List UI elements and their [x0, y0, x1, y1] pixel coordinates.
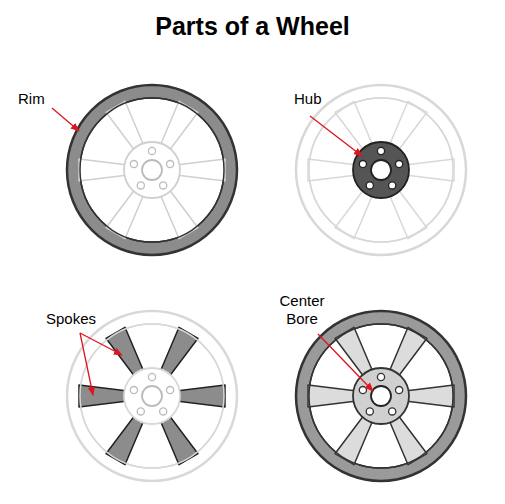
- wheel: [296, 311, 466, 481]
- spoke: [335, 327, 373, 377]
- part-label: Rim: [18, 90, 45, 108]
- rim-outer: [296, 85, 466, 255]
- lug-hole: [359, 387, 366, 394]
- rim-edge: [80, 324, 224, 468]
- spoke: [106, 101, 144, 151]
- leader-line: [52, 108, 79, 131]
- spoke: [106, 327, 144, 377]
- rim-inner: [309, 98, 453, 242]
- lug-hole: [167, 161, 174, 168]
- leader-line: [318, 334, 373, 391]
- rim-outer: [67, 85, 237, 255]
- spoke: [79, 385, 128, 407]
- part-label: Center Bore: [268, 292, 336, 328]
- center-bore: [371, 386, 391, 406]
- diagram-title: Parts of a Wheel: [0, 12, 505, 41]
- rim-inner: [309, 324, 453, 468]
- leader-lines: [52, 108, 373, 395]
- spoke: [389, 327, 427, 377]
- spoke: [160, 327, 198, 377]
- part-label: Spokes: [46, 310, 96, 328]
- spoke: [405, 159, 454, 181]
- spoke: [308, 385, 357, 407]
- spoke: [160, 101, 198, 151]
- spoke: [106, 188, 144, 238]
- rim-inner: [80, 324, 224, 468]
- lug-hole: [377, 373, 384, 380]
- lug-hole: [389, 408, 396, 415]
- rim-outer: [296, 311, 466, 481]
- leader-line: [80, 333, 122, 355]
- rim-inner: [80, 98, 224, 242]
- center-bore: [142, 160, 162, 180]
- spoke: [335, 188, 373, 238]
- hub: [124, 368, 180, 424]
- hub: [353, 368, 409, 424]
- lug-hole: [389, 182, 396, 189]
- center-bore: [142, 386, 162, 406]
- hub: [124, 142, 180, 198]
- lug-hole: [359, 161, 366, 168]
- spoke: [335, 414, 373, 464]
- lug-hole: [148, 373, 155, 380]
- wheel: [67, 311, 237, 481]
- spoke: [160, 188, 198, 238]
- spoke: [176, 159, 225, 181]
- spoke: [106, 414, 144, 464]
- lug-hole: [167, 387, 174, 394]
- rim-outer: [67, 311, 237, 481]
- lug-hole: [137, 182, 144, 189]
- hub: [353, 142, 409, 198]
- leader-line: [310, 116, 362, 156]
- lug-hole: [366, 182, 373, 189]
- lug-hole: [396, 387, 403, 394]
- lug-hole: [130, 161, 137, 168]
- rim-edge: [80, 98, 224, 242]
- leader-line: [80, 333, 93, 395]
- spoke: [389, 188, 427, 238]
- wheel: [296, 85, 466, 255]
- rim-edge: [309, 324, 453, 468]
- lug-hole: [137, 408, 144, 415]
- center-bore: [371, 160, 391, 180]
- lug-hole: [377, 147, 384, 154]
- spoke: [389, 101, 427, 151]
- part-label: Hub: [294, 90, 322, 108]
- lug-hole: [130, 387, 137, 394]
- spoke: [160, 414, 198, 464]
- rim-edge: [309, 98, 453, 242]
- lug-hole: [148, 147, 155, 154]
- spoke: [79, 159, 128, 181]
- lug-hole: [366, 408, 373, 415]
- spoke: [308, 159, 357, 181]
- spoke: [389, 414, 427, 464]
- spoke: [335, 101, 373, 151]
- spoke: [405, 385, 454, 407]
- lug-hole: [160, 182, 167, 189]
- lug-hole: [160, 408, 167, 415]
- lug-hole: [396, 161, 403, 168]
- spoke: [176, 385, 225, 407]
- wheel: [67, 85, 237, 255]
